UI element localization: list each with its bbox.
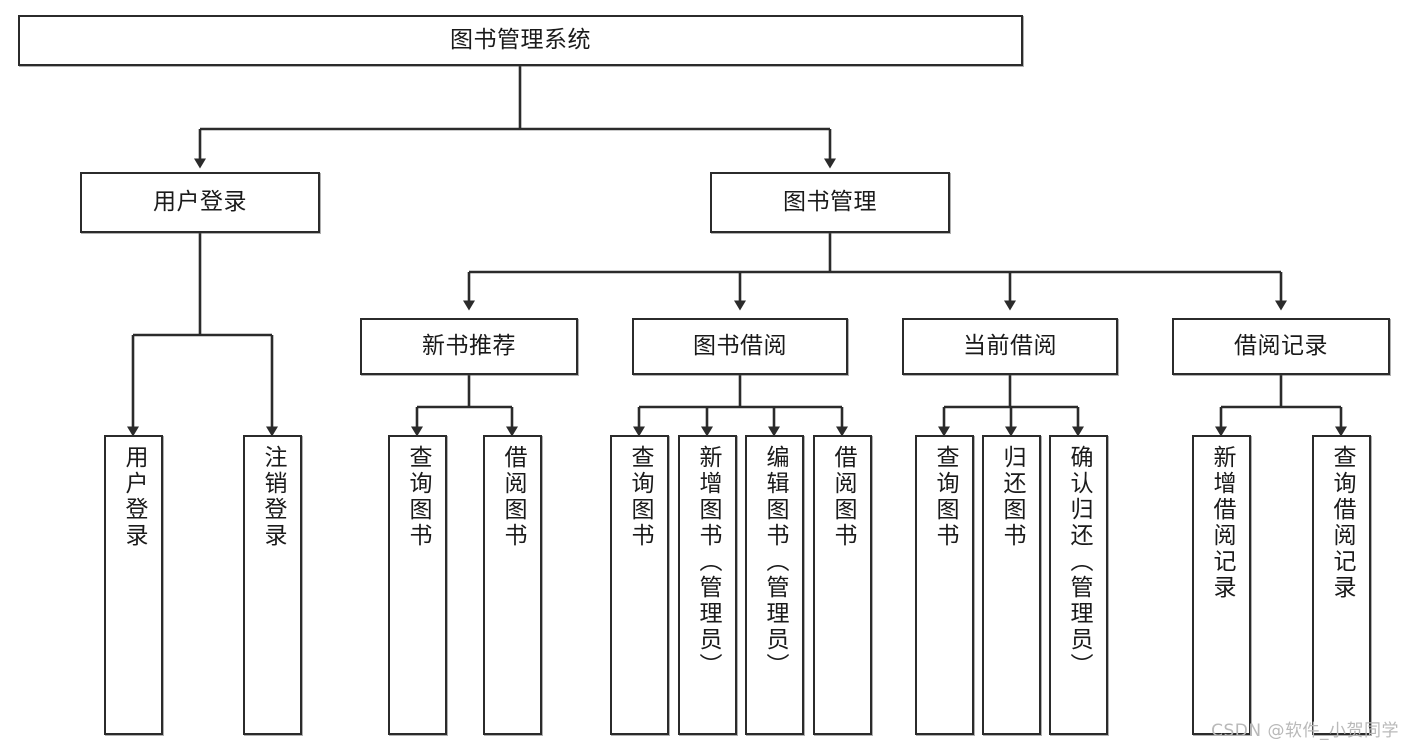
node-new-book-recommend[interactable]: 新书推荐 <box>360 318 578 375</box>
node-label: 用户登录 <box>153 188 247 215</box>
node-borrow-record[interactable]: 借阅记录 <box>1172 318 1390 375</box>
node-label: 图书管理 <box>783 188 877 215</box>
node-label: 编辑图书（管理员） <box>762 445 788 679</box>
leaf-query-book-1[interactable]: 查询图书 <box>388 435 447 735</box>
node-label: 注销登录 <box>260 445 286 549</box>
node-label: 新增借阅记录 <box>1209 445 1235 601</box>
node-label: 查询图书 <box>405 445 431 549</box>
leaf-edit-book[interactable]: 编辑图书（管理员） <box>745 435 804 735</box>
node-label: 图书借阅 <box>693 332 787 359</box>
leaf-logout-login[interactable]: 注销登录 <box>243 435 302 735</box>
leaf-borrow-book-2[interactable]: 借阅图书 <box>813 435 872 735</box>
node-label: 查询图书 <box>627 445 653 549</box>
leaf-query-book-3[interactable]: 查询图书 <box>915 435 974 735</box>
leaf-return-book[interactable]: 归还图书 <box>982 435 1041 735</box>
node-label: 图书管理系统 <box>450 26 591 53</box>
node-user-login[interactable]: 用户登录 <box>80 172 320 233</box>
node-label: 借阅记录 <box>1234 332 1328 359</box>
leaf-query-record[interactable]: 查询借阅记录 <box>1312 435 1371 735</box>
leaf-query-book-2[interactable]: 查询图书 <box>610 435 669 735</box>
node-label: 查询借阅记录 <box>1329 445 1355 601</box>
leaf-user-login[interactable]: 用户登录 <box>104 435 163 735</box>
node-root-system[interactable]: 图书管理系统 <box>18 15 1023 66</box>
watermark-text: CSDN @软件_小贺同学 <box>1211 721 1399 741</box>
node-label: 归还图书 <box>999 445 1025 549</box>
leaf-borrow-book-1[interactable]: 借阅图书 <box>483 435 542 735</box>
node-book-borrow[interactable]: 图书借阅 <box>632 318 848 375</box>
leaf-add-record[interactable]: 新增借阅记录 <box>1192 435 1251 735</box>
node-label: 借阅图书 <box>830 445 856 549</box>
node-label: 确认归还（管理员） <box>1066 445 1092 679</box>
leaf-confirm-return[interactable]: 确认归还（管理员） <box>1049 435 1108 735</box>
node-label: 借阅图书 <box>500 445 526 549</box>
node-book-management[interactable]: 图书管理 <box>710 172 950 233</box>
leaf-add-book[interactable]: 新增图书（管理员） <box>678 435 737 735</box>
node-label: 新书推荐 <box>422 332 516 359</box>
node-label: 查询图书 <box>932 445 958 549</box>
node-label: 新增图书（管理员） <box>695 445 721 679</box>
node-current-borrow[interactable]: 当前借阅 <box>902 318 1118 375</box>
node-label: 用户登录 <box>121 445 147 549</box>
node-label: 当前借阅 <box>963 332 1057 359</box>
